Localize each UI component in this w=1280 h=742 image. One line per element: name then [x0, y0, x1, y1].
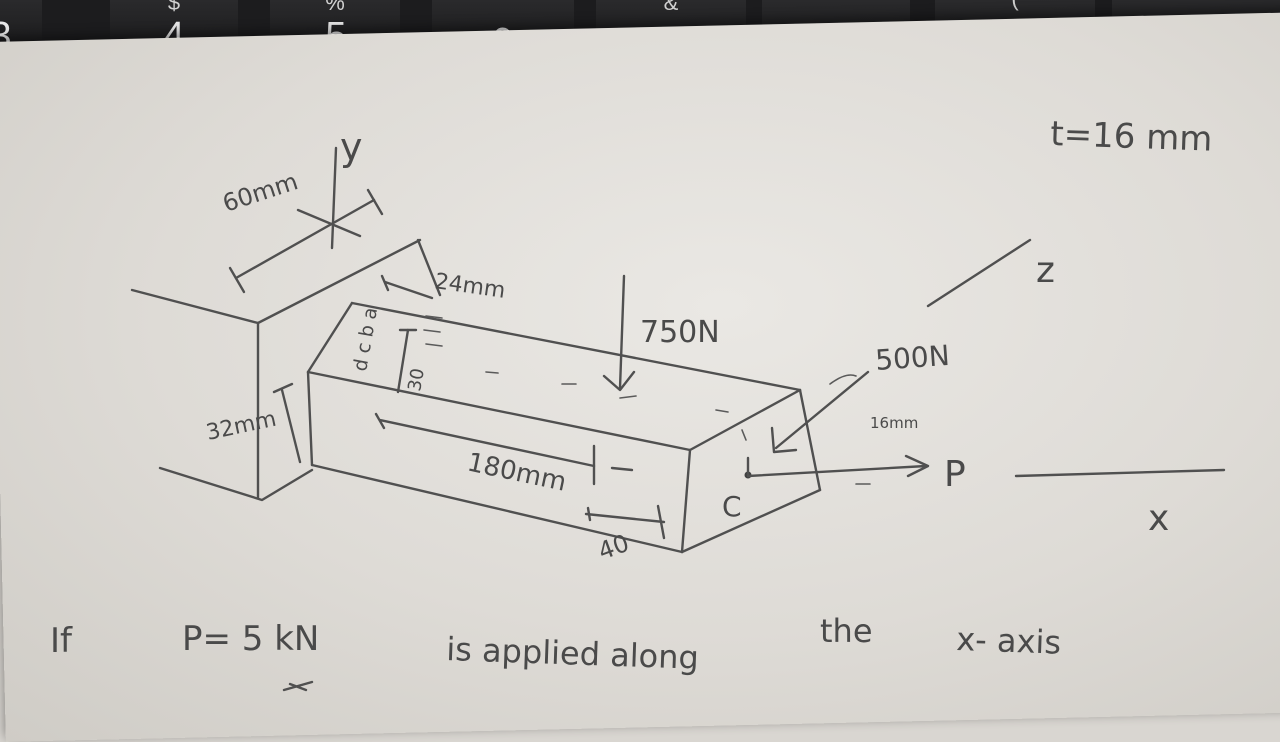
dim-30: [396, 328, 418, 394]
force-750-label: 750N: [640, 315, 720, 350]
z-axis-line: [926, 238, 1032, 308]
caption-the: the: [820, 612, 873, 650]
support-wall: [130, 238, 442, 502]
dim-180: [374, 412, 634, 486]
key-symbol: $: [167, 0, 181, 15]
key-symbol: %: [325, 0, 345, 15]
z-axis-label: z: [1036, 250, 1055, 291]
force-750-arrow: [602, 274, 636, 392]
dim-16-label: 16mm: [870, 414, 918, 432]
force-p-label: P: [944, 454, 966, 495]
x-axis-label: x: [1148, 498, 1169, 539]
dim-24: [380, 274, 434, 300]
dim-40: [584, 504, 666, 540]
width-dimension: [228, 188, 384, 294]
x-axis-line: [1014, 468, 1226, 478]
caption-if: If: [50, 621, 73, 661]
caption-axis: x- axis: [956, 620, 1062, 662]
key-digit: 3: [0, 15, 12, 57]
dim-32: [272, 382, 302, 464]
caption-applied: is applied along: [446, 630, 700, 677]
force-500-arrow: [770, 370, 870, 454]
dim-24-label: 24mm: [433, 269, 507, 304]
thickness-label: t=16 mm: [1050, 114, 1213, 160]
points-abcd-label: d c b a: [349, 306, 382, 373]
centerline-marks: [485, 371, 871, 485]
beam-box: [306, 301, 822, 554]
point-c-and-p-arrow: [741, 429, 930, 479]
caption: If P= 5 kN is applied along the x- axis: [50, 612, 1062, 677]
dim-40-label: 40: [594, 529, 632, 566]
dim-180-label: 180mm: [465, 448, 569, 498]
caption-p-value: P= 5 kN: [182, 619, 319, 659]
beam-sketch: t=16 mm 60mm y z x 24mm 32mm 30 180mm 40…: [50, 114, 1226, 692]
width-label: 60mm: [219, 167, 301, 218]
caption-mark: [282, 680, 314, 692]
y-axis-label: y: [340, 125, 363, 169]
dim-32-label: 32mm: [204, 407, 279, 446]
force-500-label: 500N: [874, 339, 951, 377]
key-symbol: (: [1011, 0, 1018, 12]
dim-30-label: 30: [404, 367, 429, 393]
key-symbol: &: [663, 0, 679, 15]
point-c-label: C: [722, 490, 742, 523]
point-marks: [423, 315, 443, 347]
y-axis-line: [330, 146, 338, 250]
